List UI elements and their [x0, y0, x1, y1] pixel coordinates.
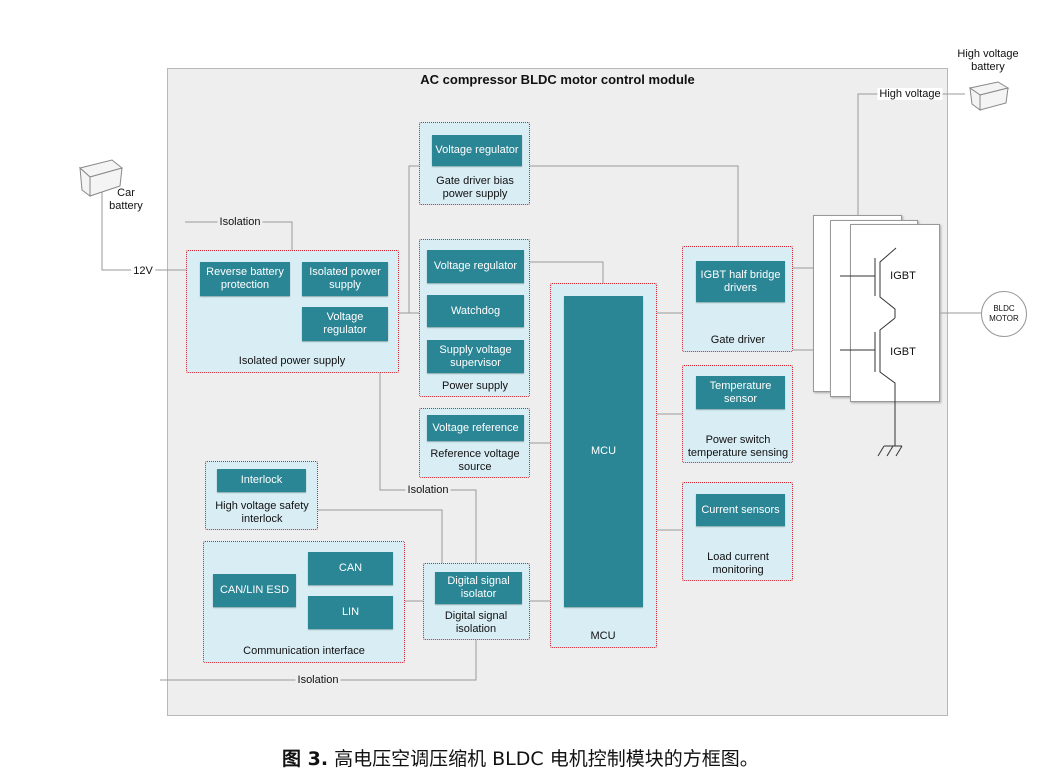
interlock-to-isolator-line — [318, 509, 443, 563]
label-mcu: MCU — [590, 630, 616, 642]
block-isolated-power-supply: Isolated power supply — [302, 262, 388, 296]
block-temperature-sensor: Temperature sensor — [696, 376, 785, 409]
label-power-supply: Power supply — [441, 380, 509, 392]
block-can: CAN — [308, 552, 393, 585]
block-voltage-regulator-bias: Voltage regulator — [432, 135, 522, 166]
isolation-label-middle: Isolation — [405, 484, 451, 496]
block-voltage-reference: Voltage reference — [427, 415, 524, 441]
igbt-upper-label: IGBT — [890, 270, 916, 282]
block-igbt-half-bridge-drivers: IGBT half bridge drivers — [696, 261, 785, 302]
label-communication: Communication interface — [243, 645, 365, 657]
caption-text: 高电压空调压缩机 BLDC 电机控制模块的方框图。 — [328, 748, 759, 770]
car-battery-icon — [78, 159, 124, 197]
igbt-lower-symbol — [840, 317, 896, 446]
ground-icon — [877, 445, 903, 457]
hv-battery-icon — [968, 81, 1010, 111]
diagram-title: AC compressor BLDC motor control module — [420, 72, 695, 87]
block-mcu: MCU — [564, 296, 643, 607]
isolation-bottom-line — [160, 640, 477, 681]
figure-caption: 图 3. 高电压空调压缩机 BLDC 电机控制模块的方框图。 — [282, 744, 759, 771]
block-reverse-battery-protection: Reverse battery protection — [200, 262, 290, 296]
isolation-label-top: Isolation — [217, 216, 263, 228]
block-voltage-regulator-ps: Voltage regulator — [427, 250, 524, 283]
psu-bus-line — [399, 165, 419, 314]
high-voltage-label: High voltage — [877, 88, 943, 100]
label-gate-driver: Gate driver — [710, 334, 766, 346]
block-voltage-regulator-isolated: Voltage regulator — [302, 307, 388, 341]
bias-to-gate-driver-line — [530, 165, 739, 246]
label-isolated-power-supply: Isolated power supply — [238, 355, 346, 367]
motor-line1: BLDC — [993, 304, 1015, 313]
igbt-upper-symbol — [840, 247, 897, 318]
block-watchdog: Watchdog — [427, 295, 524, 327]
voltage-12v-label: 12V — [131, 265, 155, 277]
motor-line2: MOTOR — [989, 314, 1019, 323]
block-supply-voltage-supervisor: Supply voltage supervisor — [427, 340, 524, 373]
block-current-sensors: Current sensors — [696, 494, 785, 526]
igbt-lower-label: IGBT — [890, 346, 916, 358]
block-lin: LIN — [308, 596, 393, 629]
isolation-label-bottom: Isolation — [295, 674, 341, 686]
caption-prefix: 图 3. — [282, 748, 329, 770]
block-digital-signal-isolator: Digital signal isolator — [435, 572, 522, 604]
car-battery-line — [101, 185, 186, 271]
vr-to-mcu-line — [524, 261, 604, 283]
block-can-lin-esd: CAN/LIN ESD — [213, 574, 296, 607]
block-interlock: Interlock — [217, 469, 306, 492]
